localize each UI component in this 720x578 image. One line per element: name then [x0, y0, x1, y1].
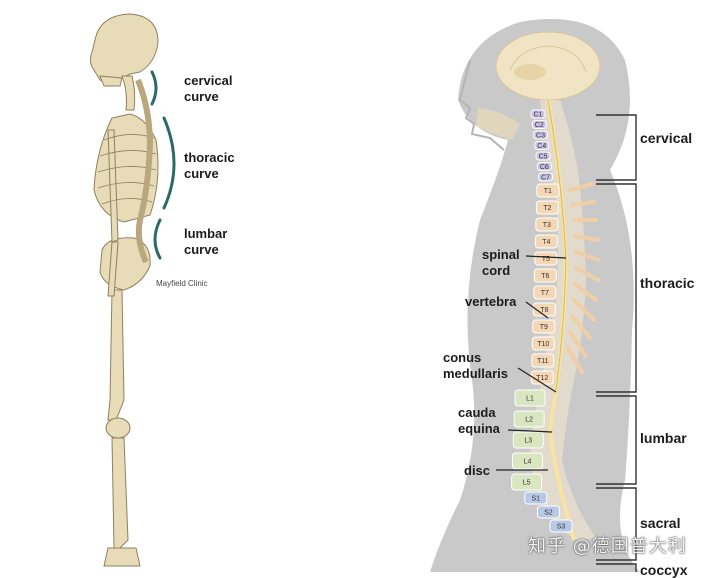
vertebra-label-c3: C3 — [536, 133, 545, 140]
cervical-curve-label: cervical curve — [184, 73, 233, 104]
vertebra-label-c7: C7 — [541, 175, 550, 182]
vertebra-label-c4: C4 — [537, 143, 546, 150]
sacral-region-label: sacral — [640, 515, 681, 531]
vertebra-c5 — [535, 151, 551, 161]
vertebra-label-s2: S2 — [544, 510, 553, 517]
skeleton-illustration — [89, 13, 176, 567]
conus-medullaris-pointer — [517, 367, 557, 393]
vertebra-label-t10: T10 — [537, 341, 549, 348]
cauda-equina-pointer — [507, 429, 553, 433]
vertebra-label-t8: T8 — [540, 307, 548, 314]
vertebra-t11 — [531, 353, 555, 368]
vertebra-t4 — [534, 234, 558, 249]
thoracic-region-label: thoracic — [640, 275, 695, 291]
vertebra-l3 — [512, 431, 544, 449]
conus-medullaris-label: conus medullaris — [443, 350, 509, 381]
vertebra-label-t5: T5 — [542, 256, 550, 263]
vertebra-label: vertebra — [465, 294, 517, 309]
vertebra-t6 — [533, 268, 557, 283]
vertebra-c1 — [530, 109, 546, 119]
lumbar-curve-arc — [153, 218, 162, 260]
sacral-bracket — [596, 487, 637, 561]
disc-label: disc — [464, 463, 491, 478]
vertebra-label-s1: S1 — [532, 496, 541, 503]
vertebra-t3 — [535, 217, 559, 232]
vertebra-label-c2: C2 — [535, 122, 544, 129]
vertebra-label-t12: T12 — [536, 375, 548, 382]
vertebra-c3 — [533, 130, 549, 140]
vertebra-t5 — [534, 251, 558, 266]
mayfield-credit: Mayfield Clinic — [156, 279, 208, 288]
cervical-curve-arc — [150, 70, 158, 106]
vertebra-label-s3: S3 — [557, 524, 566, 531]
watermark: 知乎 @德国普大利 — [528, 536, 687, 557]
lumbar-curve-label: lumbar curve — [184, 226, 228, 257]
vertebra-c2 — [531, 120, 547, 129]
vertebra-label-l1: L1 — [526, 396, 534, 403]
vertebra-s3 — [549, 519, 573, 533]
vertebra-label-t11: T11 — [537, 358, 549, 365]
lumbar-bracket — [596, 395, 637, 485]
thoracic-bracket — [596, 183, 637, 393]
spinal-cord-label: spinal cord — [482, 247, 520, 278]
vertebra-label-l3: L3 — [524, 438, 532, 445]
vertebra-t7 — [533, 285, 557, 300]
vertebra-label-l5: L5 — [523, 480, 531, 487]
vertebra-l2 — [513, 410, 545, 428]
vertebra-c6 — [536, 162, 552, 171]
thoracic-curve-label: thoracic curve — [184, 150, 235, 181]
coccyx-region-label: coccyx — [640, 562, 688, 578]
vertebra-label-t1: T1 — [544, 188, 552, 195]
vertebra-label-l2: L2 — [525, 417, 533, 424]
vertebra-l5 — [511, 473, 543, 491]
vertebra-label-t2: T2 — [543, 205, 551, 212]
cervical-bracket — [596, 114, 637, 181]
vertebra-t9 — [532, 319, 556, 334]
vertebra-label-t7: T7 — [541, 290, 549, 297]
vertebra-t2 — [535, 200, 559, 215]
vertebra-label-c5: C5 — [539, 154, 548, 161]
vertebra-label-l4: L4 — [524, 459, 532, 466]
coccyx-bracket — [596, 563, 637, 572]
vertebra-label-t4: T4 — [542, 239, 550, 246]
vertebra-label-c6: C6 — [540, 164, 549, 171]
vertebra-label-c1: C1 — [534, 112, 543, 119]
vertebra-label-t9: T9 — [540, 324, 548, 331]
vertebra-label-t3: T3 — [543, 222, 551, 229]
lumbar-region-label: lumbar — [640, 430, 687, 446]
vertebra-c7 — [538, 172, 554, 182]
thoracic-curve-arc — [162, 116, 176, 210]
vertebra-s2 — [536, 505, 560, 519]
vertebra-t10 — [531, 336, 555, 351]
vertebra-s1 — [524, 491, 548, 505]
vertebra-c4 — [534, 141, 550, 150]
vertebra-label-t6: T6 — [541, 273, 549, 280]
vertebra-t1 — [536, 183, 560, 198]
cauda-equina-label: cauda equina — [458, 405, 500, 436]
vertebra-pointer — [525, 301, 549, 319]
vertebra-l4 — [511, 452, 543, 470]
spinal-cord-pointer — [525, 255, 567, 259]
cervical-region-label: cervical — [640, 130, 693, 146]
vertebra-l1 — [514, 389, 546, 407]
